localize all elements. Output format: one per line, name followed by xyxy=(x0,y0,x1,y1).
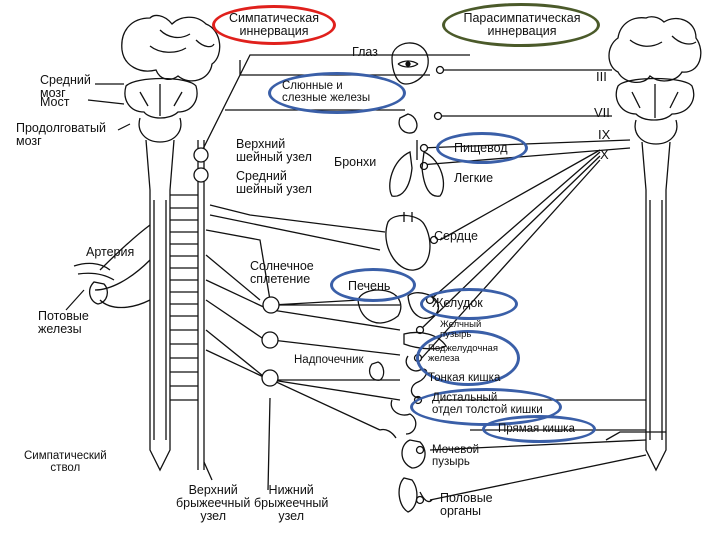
organ-sweat-gland xyxy=(88,281,109,305)
label-rectum: Прямая кишка xyxy=(498,423,575,435)
label-sweat-glands: Потовые железы xyxy=(38,309,89,336)
label-liver: Печень xyxy=(348,279,391,293)
organ-eye xyxy=(391,42,429,85)
label-eye: Глаз xyxy=(352,45,378,59)
label-heart: Сердце xyxy=(434,229,478,243)
label-genitals: Половые органы xyxy=(440,491,493,518)
label-lungs: Легкие xyxy=(454,171,494,185)
organ-heart xyxy=(385,212,431,271)
rectum-highlight xyxy=(482,415,596,443)
parasympathetic-title: Парасимпатическая иннервация xyxy=(463,11,581,38)
label-superior-cervical: Верхний шейный узел xyxy=(236,137,312,164)
organ-lungs xyxy=(389,140,445,197)
label-cn-vii: VII xyxy=(594,105,610,120)
label-artery: Артерия xyxy=(86,245,135,259)
label-cn-ix: IX xyxy=(598,127,611,142)
organ-salivary xyxy=(398,113,418,134)
label-pancreas: Поджелудочная железа xyxy=(428,343,498,364)
esophagus-highlight xyxy=(436,132,528,164)
right-brain-stem xyxy=(608,16,702,472)
label-sympathetic-trunk: Симпатический ствол xyxy=(24,450,107,474)
label-pons: Мост xyxy=(40,95,70,109)
parasympathetic-title-circle xyxy=(442,3,600,47)
label-bladder: Мочевой пузырь xyxy=(432,444,480,468)
label-salivary-glands: Слюнные и слезные железы xyxy=(282,80,371,104)
label-distal-colon: Дистальный отдел толстой кишки xyxy=(432,392,543,416)
left-brain-stem xyxy=(121,14,221,472)
stomach-highlight xyxy=(420,288,518,320)
label-stomach: Желудок xyxy=(432,296,483,310)
label-adrenal: Надпочечник xyxy=(294,354,364,366)
label-medulla: Продолговатый мозг xyxy=(16,121,106,148)
organ-adrenal xyxy=(368,361,385,381)
organ-artery xyxy=(73,262,115,281)
label-inferior-mesenteric: Нижний брыжеечный узел xyxy=(254,483,329,523)
label-middle-cervical: Средний шейный узел xyxy=(236,169,312,196)
label-small-intestine: Тонкая кишка xyxy=(428,372,501,384)
salivary-highlight xyxy=(268,72,406,114)
label-cn-x: X xyxy=(600,147,609,162)
label-bronchi: Бронхи xyxy=(334,155,377,169)
label-cn-iii: III xyxy=(596,69,607,84)
label-gallbladder: Желчный пузырь xyxy=(440,319,482,340)
liver-highlight xyxy=(330,268,416,302)
organ-colon xyxy=(379,399,417,439)
label-solar-plexus: Солнечное сплетение xyxy=(250,259,314,286)
organ-genitals xyxy=(398,477,433,513)
sympathetic-title-circle xyxy=(212,5,336,45)
sympathetic-title: Симпатическая иннервация xyxy=(229,11,319,38)
pancreas-highlight xyxy=(416,330,520,386)
label-esophagus: Пищевод xyxy=(454,141,508,155)
label-midbrain: Средний мозг xyxy=(40,73,91,100)
label-superior-mesenteric: Верхний брыжеечный узел xyxy=(176,483,251,523)
organ-bladder xyxy=(401,439,426,469)
